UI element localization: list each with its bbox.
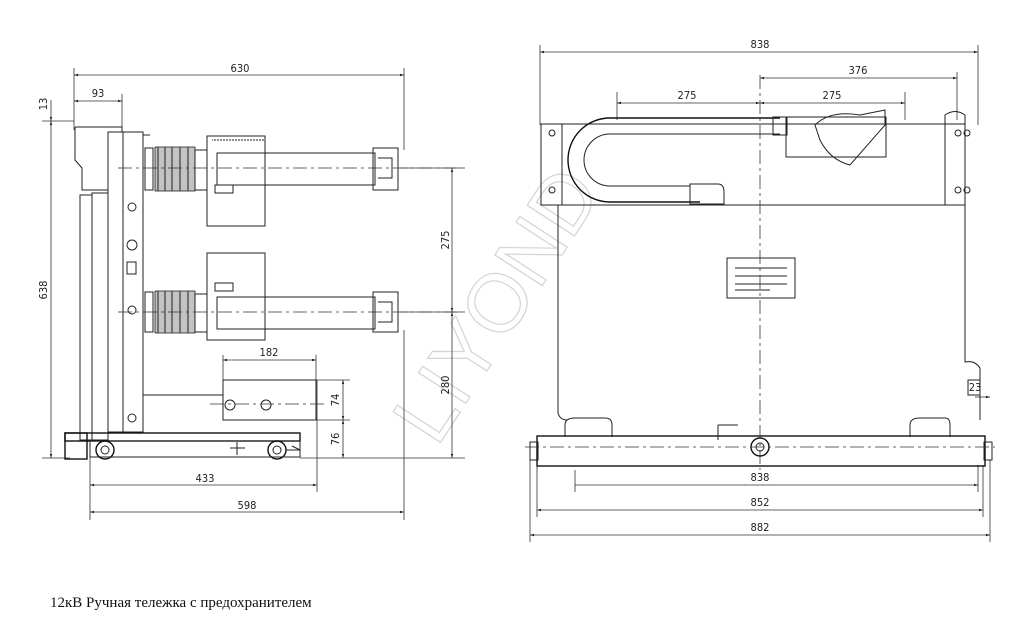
dim-rail-width-852: 852 [751,496,770,509]
dim-phase-spacing-right: 275 [823,89,842,102]
watermark-logo: LIYOND [376,152,619,458]
dim-pole-spacing: 275 [439,231,452,250]
dim-rail-width-882: 882 [751,521,770,534]
dim-handle-offset: 376 [849,64,868,77]
dim-phase-spacing-left: 275 [678,89,697,102]
side-view: 630 93 13 638 275 280 182 74 76 433 598 [37,62,465,520]
front-view: 838 376 275 275 23 838 852 882 [525,38,995,542]
dim-rail-width-838: 838 [751,471,770,484]
dim-bracket-offset: 76 [329,433,342,446]
dim-side-offset: 23 [969,381,982,394]
dim-overall-width-top: 838 [751,38,770,51]
dim-bracket-width: 182 [260,346,279,359]
dim-top-offset: 93 [92,87,105,100]
dim-wheel-span: 433 [196,472,215,485]
dim-base-depth: 598 [238,499,257,512]
dim-top-step: 13 [37,98,50,111]
dim-lower-pole-height: 280 [439,376,452,395]
dim-bracket-height: 74 [329,394,342,407]
dim-overall-height: 638 [37,281,50,300]
figure-caption: 12кВ Ручная тележка с предохранителем [50,595,312,611]
dim-overall-depth: 630 [231,62,250,75]
